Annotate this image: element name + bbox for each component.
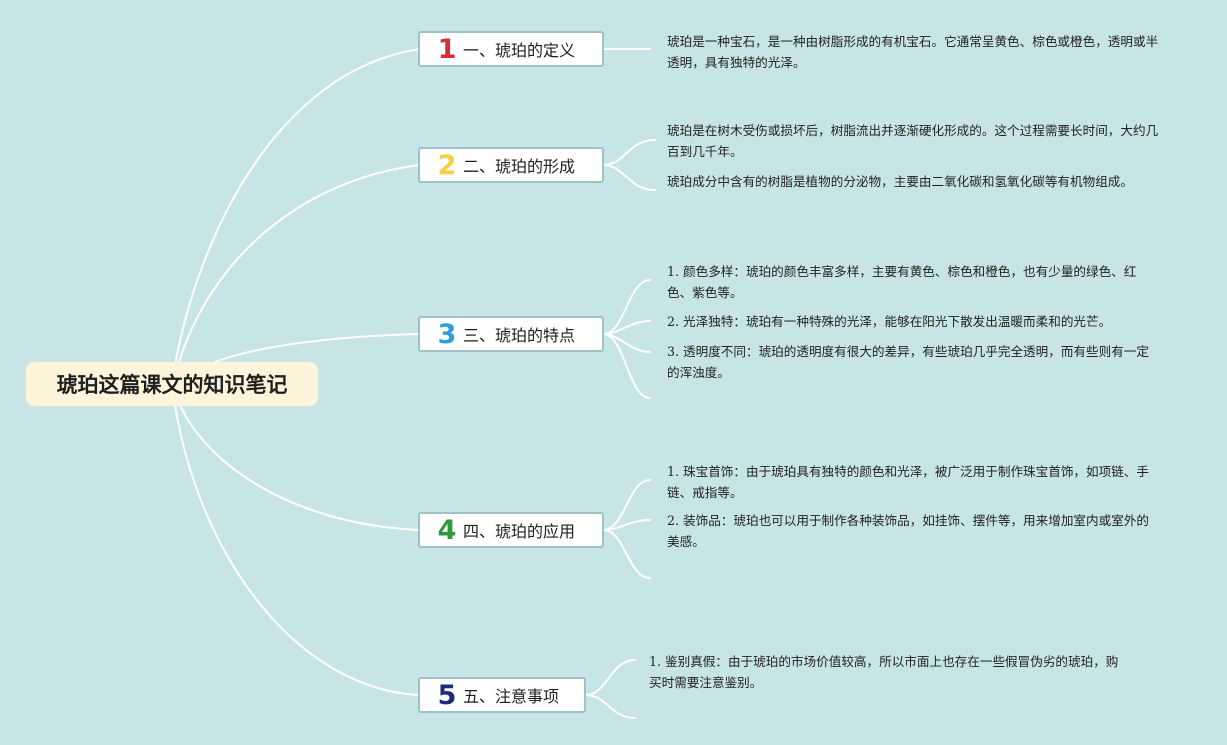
- branch-features[interactable]: 3 三、琥珀的特点: [418, 316, 604, 352]
- note-features-1: 1. 颜色多样：琥珀的颜色丰富多样，主要有黄色、棕色和橙色，也有少量的绿色、红色…: [667, 264, 1137, 300]
- number-three-icon: 3: [437, 318, 457, 350]
- note-formation-2: 琥珀成分中含有的树脂是植物的分泌物，主要由二氧化碳和氢氧化碳等有机物组成。: [667, 174, 1133, 189]
- number-five-icon: 5: [437, 679, 457, 711]
- number-four-icon: 4: [437, 514, 457, 546]
- note-applications-2: 2. 装饰品：琥珀也可以用于制作各种装饰品，如挂饰、摆件等，用来增加室内或室外的…: [667, 513, 1149, 549]
- branch-label: 五、注意事项: [463, 687, 560, 706]
- note-formation-1: 琥珀是在树木受伤或损坏后，树脂流出并逐渐硬化形成的。这个过程需要长时间，大约几百…: [667, 123, 1159, 159]
- branch-label: 四、琥珀的应用: [463, 522, 576, 541]
- root-title: 琥珀这篇课文的知识笔记: [56, 373, 288, 397]
- note-definition: 琥珀是一种宝石，是一种由树脂形成的有机宝石。它通常呈黄色、棕色或橙色，透明或半透…: [667, 34, 1159, 70]
- note-cautions-1: 1. 鉴别真假：由于琥珀的市场价值较高，所以市面上也存在一些假冒伪劣的琥珀，购买…: [649, 654, 1119, 690]
- root-topic[interactable]: 琥珀这篇课文的知识笔记: [26, 362, 318, 406]
- branch-label: 一、琥珀的定义: [463, 41, 576, 60]
- note-features-3: 3. 透明度不同：琥珀的透明度有很大的差异，有些琥珀几乎完全透明，而有些则有一定…: [667, 344, 1149, 380]
- branch-formation[interactable]: 2 二、琥珀的形成: [418, 147, 604, 183]
- branch-label: 三、琥珀的特点: [463, 326, 576, 345]
- note-features-2: 2. 光泽独特：琥珀有一种特殊的光泽，能够在阳光下散发出温暖而柔和的光芒。: [667, 314, 1112, 329]
- branch-definition[interactable]: 1 一、琥珀的定义: [418, 31, 604, 67]
- branch-cautions[interactable]: 5 五、注意事项: [418, 677, 586, 713]
- number-one-icon: 1: [437, 33, 457, 65]
- branch-applications[interactable]: 4 四、琥珀的应用: [418, 512, 604, 548]
- branch-label: 二、琥珀的形成: [463, 157, 576, 176]
- number-two-icon: 2: [437, 149, 457, 181]
- note-applications-1: 1. 珠宝首饰：由于琥珀具有独特的颜色和光泽，被广泛用于制作珠宝首饰，如项链、手…: [667, 464, 1149, 500]
